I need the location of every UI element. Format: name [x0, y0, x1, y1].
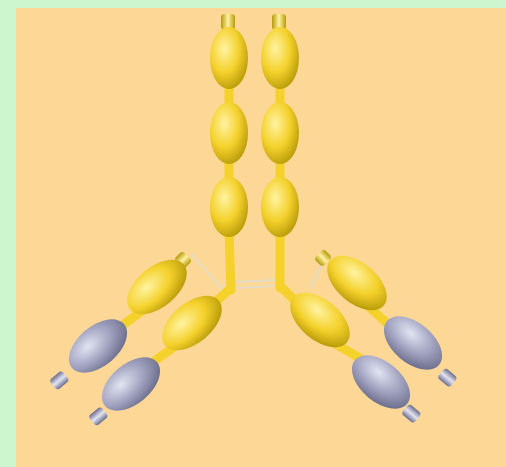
heavy-chain-left [210, 27, 248, 237]
heavy-chain-domain [261, 27, 299, 89]
heavy-chain-domain [210, 27, 248, 89]
heavy-chain-domain [210, 177, 248, 237]
heavy-chain-domain [261, 177, 299, 237]
heavy-chain-domain [261, 102, 299, 164]
hinge-link-left [229, 232, 231, 290]
figure-panel [16, 8, 506, 467]
heavy-chain-domain [210, 102, 248, 164]
heavy-chain-right [261, 27, 299, 237]
